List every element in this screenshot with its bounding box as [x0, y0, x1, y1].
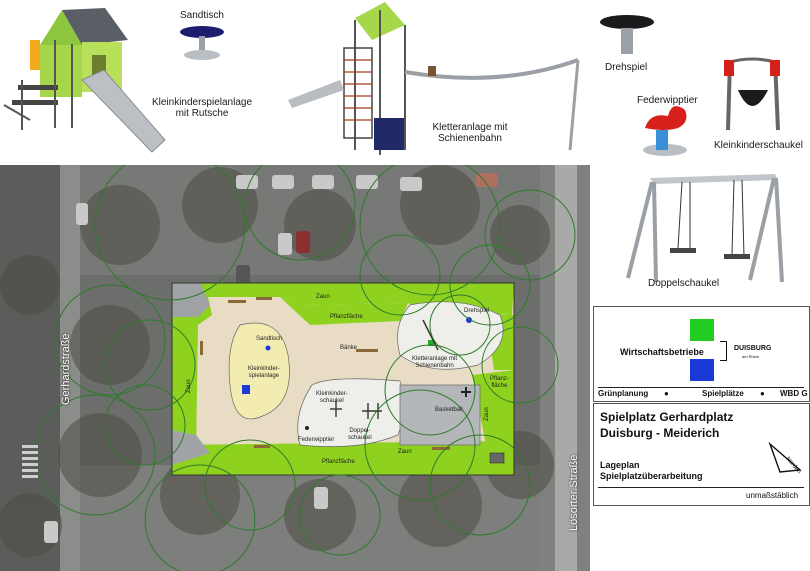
- logo-footer-dot-1: ●: [664, 389, 669, 398]
- site-plan-map: Gerhardstraße Lösorter Straße Zaun Pflan…: [0, 165, 590, 571]
- map-label-doppelschaukel: Doppel- schaukel: [348, 428, 372, 441]
- title-line-2: Duisburg - Meiderich: [600, 426, 720, 440]
- map-label-baenke: Bänke: [340, 345, 358, 351]
- map-label-federwipptier: Federwipptier: [298, 437, 335, 443]
- street-loesorter-strasse: Lösorter Straße: [568, 454, 580, 531]
- logo-blue-square: [690, 359, 714, 381]
- logo-footer-line: [598, 387, 804, 388]
- logo-panel: Wirtschaftsbetriebe DUISBURG am Rhein Gr…: [593, 306, 810, 402]
- plan-line-1: Lageplan: [600, 460, 640, 470]
- equipment-illustrations: [3, 2, 780, 156]
- label-federwipptier: Federwipptier: [637, 95, 698, 106]
- logo-org-name: Wirtschaftsbetriebe: [620, 347, 704, 357]
- label-kleinkinderspielanlage: Kleinkinderspielanlage mit Rutsche: [151, 97, 253, 119]
- map-label-zaun-right: Zaun: [484, 407, 490, 421]
- drehspiel-illustration: [600, 15, 654, 54]
- plan-line-2: Spielplatzüberarbeitung: [600, 471, 703, 481]
- label-drehspiel: Drehspiel: [605, 62, 648, 73]
- logo-green-square: [690, 319, 714, 341]
- title-line-1: Spielplatz Gerhardplatz: [600, 410, 734, 424]
- logo-footer-gruenplanung: Grünplanung: [598, 389, 649, 398]
- map-label-pflanzflaeche-top: Pflanzfläche: [330, 314, 363, 320]
- street-gerhardstrasse: Gerhardstraße: [60, 333, 72, 405]
- map-label-kletteranlage: Kletteranlage mit Schienenbahn: [412, 356, 458, 369]
- map-label-pflanzflaeche-bottom: Pflanzfläche: [322, 459, 355, 465]
- map-label-kleinkinderschaukel: Kleinkinder- schaukel: [316, 391, 348, 404]
- federwipptier-illustration: [643, 106, 687, 156]
- logo-footer-spielplaetze: Spielplätze: [702, 389, 744, 398]
- aerial-background: [0, 165, 590, 571]
- map-label-zaun-top: Zaun: [316, 294, 330, 300]
- map-label-zaun-left: Zaun: [186, 379, 192, 393]
- kletteranlage-illustration: [288, 2, 580, 155]
- kleinkinderspielanlage-illustration: [3, 8, 166, 153]
- kleinkinderschaukel-illustration: [724, 57, 780, 131]
- logo-duisburg-tag: am Rhein: [742, 354, 760, 359]
- title-block-divider: [598, 487, 804, 488]
- logo-bracket: [720, 341, 727, 361]
- map-label-basketball: Basketball: [435, 407, 463, 413]
- label-doppelschaukel: Doppelschaukel: [648, 278, 720, 289]
- logo-duisburg: DUISBURG: [734, 345, 772, 352]
- title-block: Spielplatz Gerhardplatz Duisburg - Meide…: [593, 403, 810, 506]
- logo-footer-wbdg: WBD G: [780, 389, 808, 398]
- label-kleinkinderschaukel: Kleinkinderschaukel: [714, 140, 803, 151]
- logo-footer-dot-2: ●: [760, 389, 765, 398]
- map-label-sandtisch: Sandtisch: [256, 336, 283, 342]
- sandtisch-illustration: [180, 26, 224, 60]
- north-arrow-icon: [768, 441, 802, 473]
- map-label-kleinkinderspielanlage: Kleinkinder- spielanlage: [248, 366, 280, 379]
- map-label-zaun-bottom: Zaun: [398, 449, 412, 455]
- label-kletteranlage: Kletteranlage mit Schienenbahn: [432, 122, 508, 144]
- map-label-pflanzflaeche-right: Pflanz- fläche: [490, 376, 509, 389]
- scale-label: unmaßstäblich: [746, 491, 799, 500]
- doppelschaukel-illustration: [626, 174, 784, 283]
- label-sandtisch: Sandtisch: [180, 10, 224, 21]
- map-label-drehspiel: Drehspiel: [464, 308, 490, 314]
